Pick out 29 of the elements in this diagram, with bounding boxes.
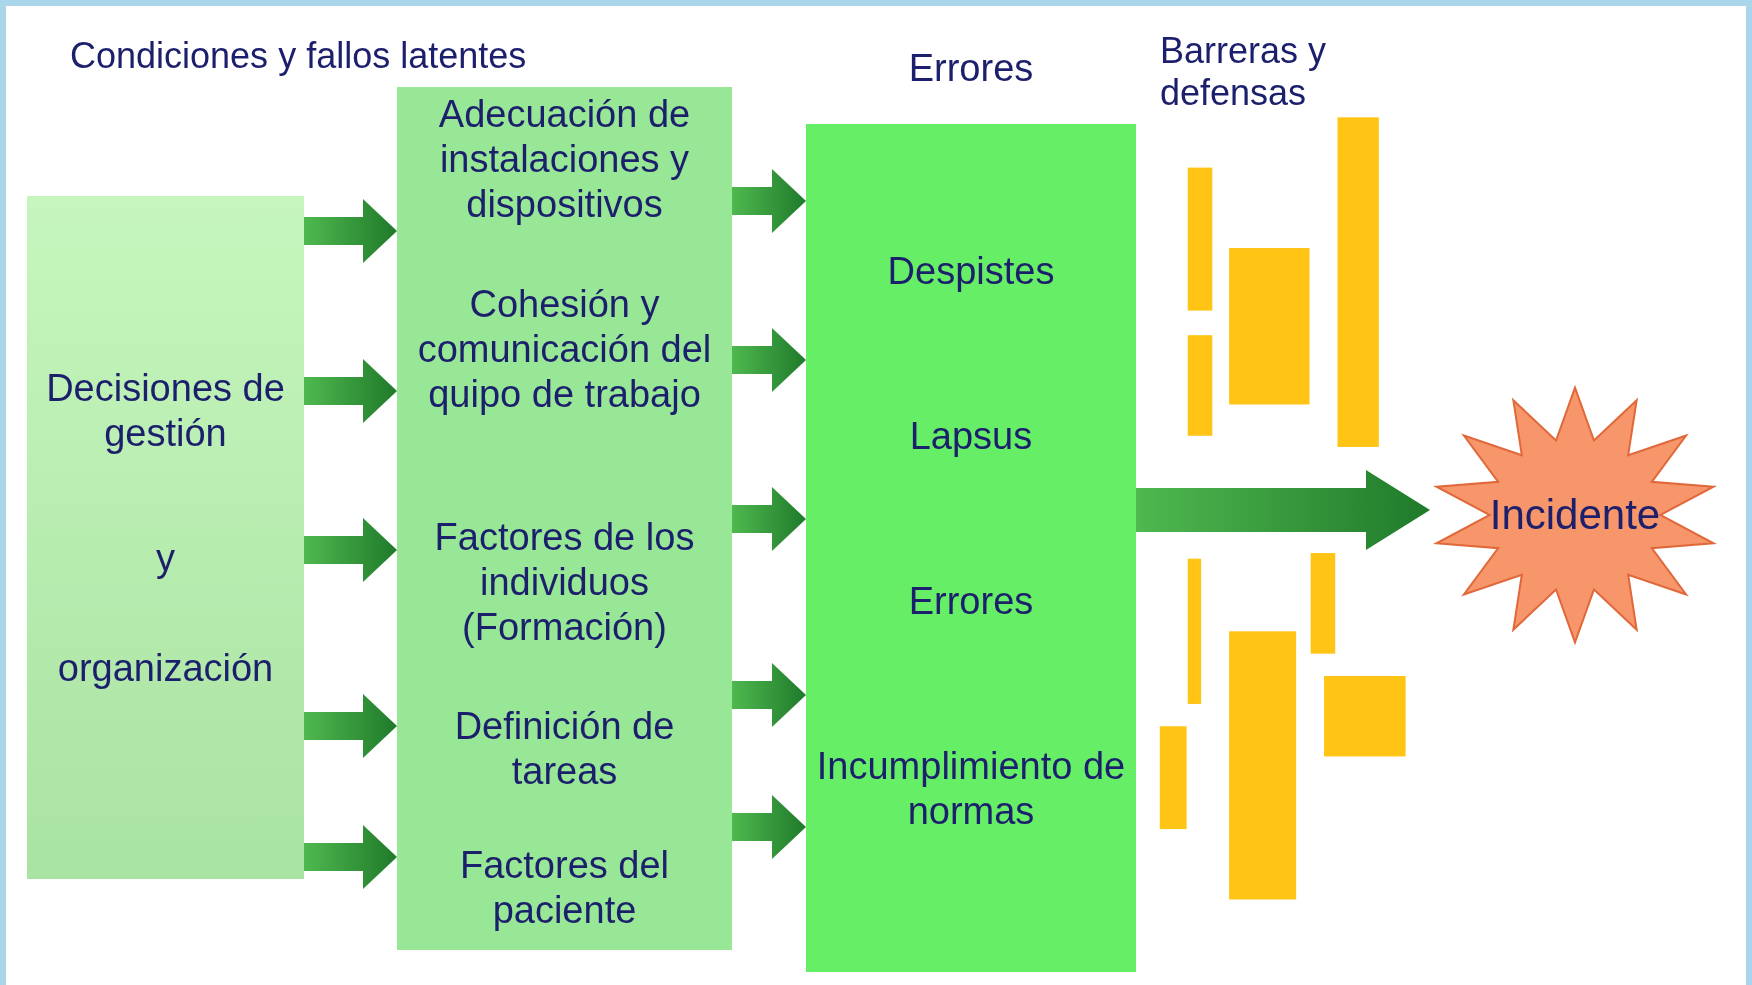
block-arrow: [732, 328, 806, 392]
factor-text: Factores del paciente: [458, 843, 671, 933]
factor-column: [397, 87, 732, 950]
column-heading: Errores: [907, 46, 1035, 91]
block-arrow: [304, 199, 397, 263]
decision-text: y: [155, 536, 176, 581]
decision-box: [27, 196, 304, 879]
block-arrow: [732, 663, 806, 727]
block-arrow: [1136, 470, 1430, 550]
error-type-text: Incumplimiento de normas: [815, 744, 1127, 834]
error-type-text: Errores: [907, 579, 1035, 624]
block-arrow: [304, 694, 397, 758]
factor-text: Cohesión y comunicación del quipo de trabajo: [416, 282, 713, 417]
section-heading: Condiciones y fallos latentes: [70, 35, 527, 78]
factor-text: Factores de los individuos (Formación): [433, 515, 696, 650]
block-arrow: [304, 359, 397, 423]
error-type-text: Lapsus: [908, 414, 1034, 459]
factor-text: Definición de tareas: [453, 704, 676, 794]
block-arrow: [732, 795, 806, 859]
block-arrow: [732, 169, 806, 233]
block-arrow: [732, 487, 806, 551]
error-type-text: Despistes: [886, 249, 1056, 294]
decision-text: organización: [56, 646, 275, 691]
incident-text: Incidente: [1488, 490, 1662, 540]
factor-text: Adecuación de instalaciones y dispositivos: [437, 92, 692, 227]
block-arrow: [304, 825, 397, 889]
block-arrow: [304, 518, 397, 582]
section-heading: Barreras y defensas: [1160, 30, 1328, 115]
decision-text: Decisiones de gestión: [45, 366, 286, 456]
